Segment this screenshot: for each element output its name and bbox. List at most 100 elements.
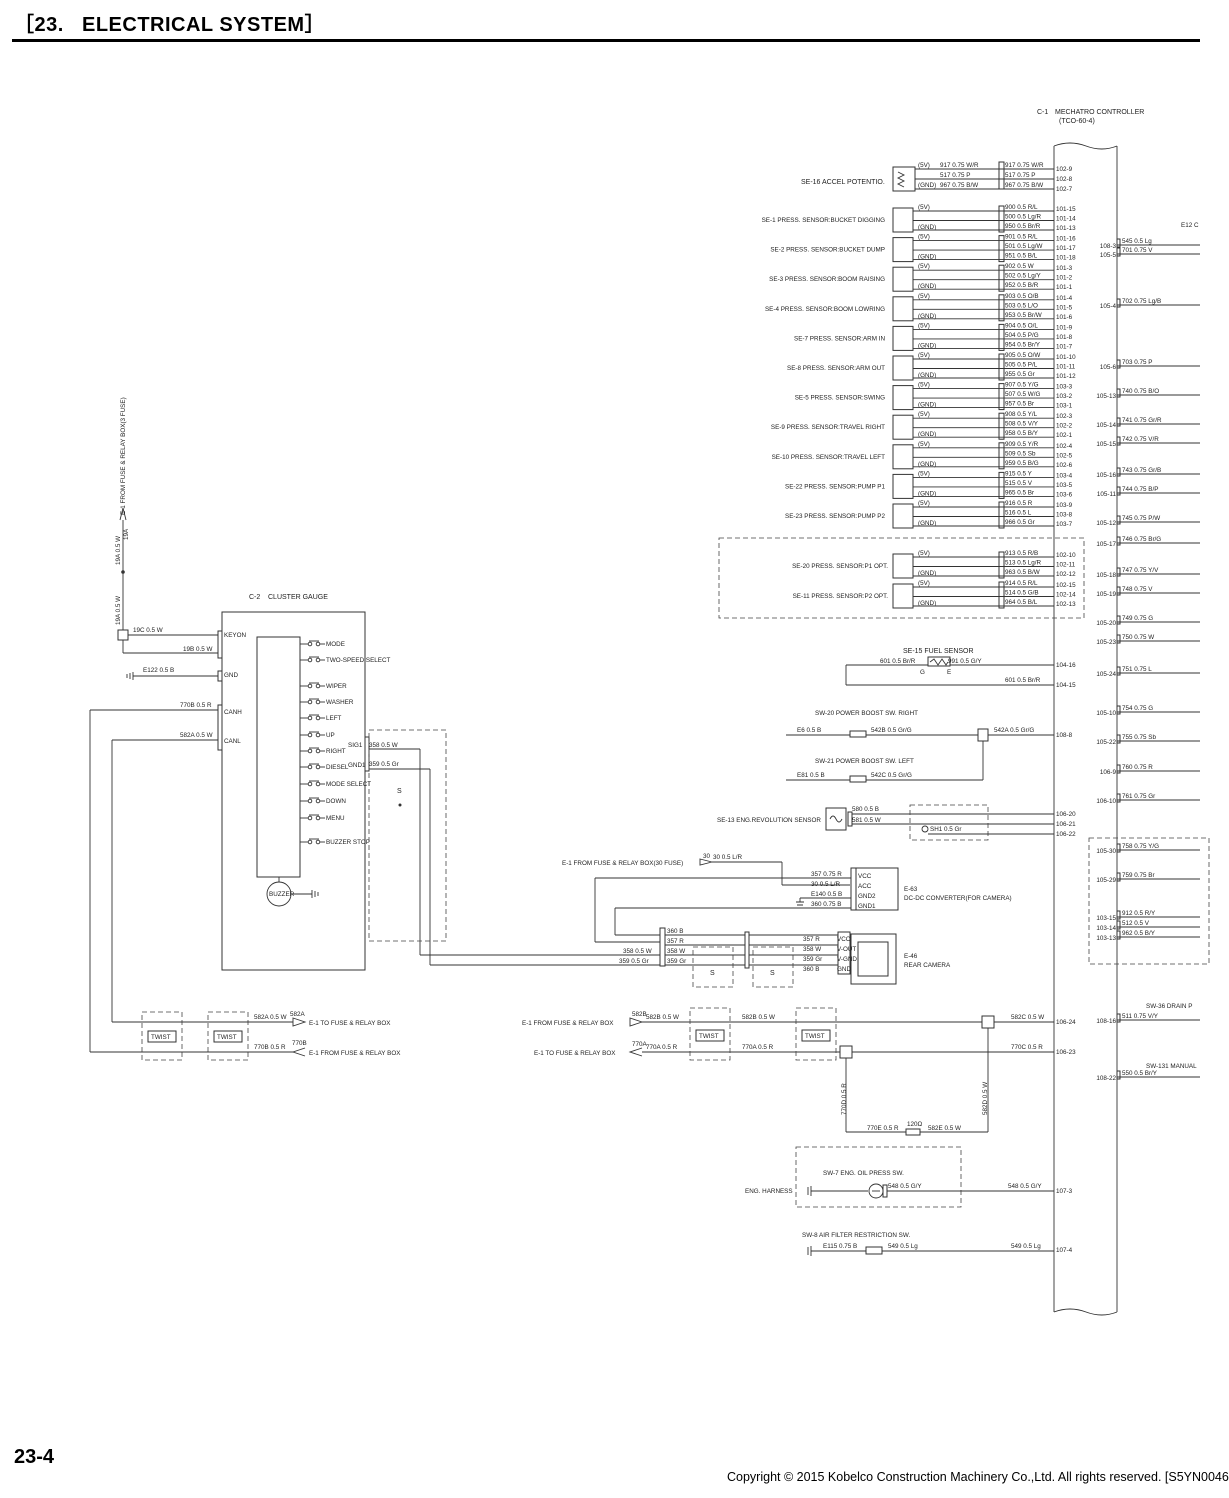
controller-name: MECHATRO CONTROLLER bbox=[1055, 109, 1144, 116]
svg-text:19A 0.5 W: 19A 0.5 W bbox=[115, 536, 122, 565]
sensor-1: SE-1 PRESS. SENSOR:BUCKET DIGGING(5V)(GN… bbox=[762, 204, 1076, 233]
svg-text:770D 0.5 R: 770D 0.5 R bbox=[841, 1083, 848, 1115]
sensor-wire: 500 0.5 Lg/R bbox=[1005, 214, 1042, 221]
svg-text:E-1 FROM FUSE & RELAY BOX(30: E-1 FROM FUSE & RELAY BOX(30 FUSE) bbox=[562, 860, 683, 867]
svg-text:19A: 19A bbox=[123, 528, 130, 540]
svg-text:C-2: C-2 bbox=[249, 594, 260, 601]
opt-sensors-frame bbox=[718, 537, 1085, 619]
switch-label: MODE SELECT bbox=[326, 781, 371, 788]
header-bracket-close: ］ bbox=[304, 14, 326, 36]
switch-label: UP bbox=[326, 732, 335, 739]
svg-text:19B 0.5 W: 19B 0.5 W bbox=[183, 646, 212, 653]
svg-text:GND1: GND1 bbox=[858, 903, 876, 910]
sensor-wire: 907 0.5 Y/G bbox=[1005, 382, 1039, 389]
svg-text:ENG. HARNESS: ENG. HARNESS bbox=[745, 1188, 793, 1195]
sensor-wire: 953 0.5 Br/W bbox=[1005, 312, 1042, 319]
svg-text:(5V): (5V) bbox=[918, 293, 930, 300]
sensor-wire: 951 0.5 B/L bbox=[1005, 253, 1038, 260]
svg-text:770C 0.5 R: 770C 0.5 R bbox=[1011, 1044, 1043, 1051]
sensor-pin: 101-1 bbox=[1056, 284, 1073, 291]
svg-text:E6 0.5 B: E6 0.5 B bbox=[797, 727, 821, 734]
cluster-switch: BUZZER STOP bbox=[300, 838, 370, 846]
right-pin: 105-24 bbox=[1096, 671, 1116, 678]
sensor-pin: 103-5 bbox=[1056, 482, 1073, 489]
sensor-pin: 103-2 bbox=[1056, 393, 1073, 400]
opt-sensor-2: SE-11 PRESS. SENSOR:P2 OPT.(5V)(GND)914 … bbox=[793, 580, 1076, 609]
right-wire: 749 0.75 G bbox=[1122, 615, 1153, 622]
sensor-name: SE-7 PRESS. SENSOR:ARM IN bbox=[794, 335, 885, 342]
right-pin: 105-13 bbox=[1096, 393, 1116, 400]
sensor-pin: 101-3 bbox=[1056, 265, 1073, 272]
svg-text:106-22: 106-22 bbox=[1056, 831, 1076, 838]
right-pin: 105-5 bbox=[1100, 252, 1117, 259]
sensor-10: SE-22 PRESS. SENSOR:PUMP P1(5V)(GND)915 … bbox=[785, 470, 1073, 499]
svg-text:SW-20 POWER BOOST SW. RIGHT: SW-20 POWER BOOST SW. RIGHT bbox=[815, 710, 918, 717]
sensor-pin: 101-7 bbox=[1056, 343, 1073, 350]
svg-text:106-21: 106-21 bbox=[1056, 821, 1076, 828]
svg-text:549 0.5 Lg: 549 0.5 Lg bbox=[888, 1243, 918, 1250]
svg-text:KEYON: KEYON bbox=[224, 632, 246, 639]
svg-text:(GND): (GND) bbox=[918, 313, 936, 320]
svg-text:SW-21 POWER BOOST SW. LEFT: SW-21 POWER BOOST SW. LEFT bbox=[815, 758, 914, 765]
opt-sensor-pin: 102-12 bbox=[1056, 571, 1076, 578]
svg-text:581 0.5 W: 581 0.5 W bbox=[852, 817, 881, 824]
svg-text:19C 0.5 W: 19C 0.5 W bbox=[133, 627, 163, 634]
svg-text:(GND): (GND) bbox=[918, 283, 936, 290]
svg-text:770B 0.5 R: 770B 0.5 R bbox=[254, 1044, 286, 1051]
svg-text:SW-8 AIR FILTER RESTRICTION S: SW-8 AIR FILTER RESTRICTION SW. bbox=[802, 1232, 910, 1239]
left-power-supply: E-1 FROM FUSE & RELAY BOX(3 FUSE) 19A 0.… bbox=[89, 397, 223, 1052]
svg-text:SIG1: SIG1 bbox=[348, 742, 363, 749]
sensor-wire: 952 0.5 B/R bbox=[1005, 282, 1039, 289]
svg-text:(5V): (5V) bbox=[918, 162, 930, 169]
cluster-switch: MODE bbox=[300, 640, 345, 648]
cluster-switch: WASHER bbox=[300, 698, 354, 706]
pressure-sensors: SE-1 PRESS. SENSOR:BUCKET DIGGING(5V)(GN… bbox=[762, 204, 1076, 529]
right-wire: 746 0.75 Br/G bbox=[1122, 536, 1161, 543]
cluster-switch: DIESEL bbox=[300, 763, 349, 771]
fuel-sensor: SE-15 FUEL SENSOR 601 0.5 Br/R 991 0.5 G… bbox=[845, 648, 1076, 689]
sensor-wire: 954 0.5 Br/Y bbox=[1005, 341, 1041, 348]
svg-text:(GND): (GND) bbox=[918, 254, 936, 261]
svg-text:GND1: GND1 bbox=[348, 762, 366, 769]
svg-text:DC-DC CONVERTER(FOR CAMERA): DC-DC CONVERTER(FOR CAMERA) bbox=[904, 895, 1012, 902]
svg-text:REAR CAMERA: REAR CAMERA bbox=[904, 962, 951, 969]
rear-camera: 357 R 358 W 359 Gr 360 B VCC V-OUT V-GND… bbox=[803, 931, 951, 985]
right-wire: 702 0.75 Lg/B bbox=[1122, 298, 1161, 305]
sensor-pin: 103-7 bbox=[1056, 521, 1073, 528]
right-pin: 105-29 bbox=[1096, 877, 1116, 884]
right-wire: 742 0.75 V/R bbox=[1122, 436, 1159, 443]
svg-text:SE-13 ENG.REVOLUTION SENSOR: SE-13 ENG.REVOLUTION SENSOR bbox=[717, 817, 821, 824]
svg-text:E81 0.5 B: E81 0.5 B bbox=[797, 772, 825, 779]
right-wire: 760 0.75 R bbox=[1122, 764, 1153, 771]
switch-label: DIESEL bbox=[326, 764, 349, 771]
svg-text:(5V): (5V) bbox=[918, 550, 930, 557]
sensor-pin: 102-4 bbox=[1056, 443, 1073, 450]
sensor-wire: 501 0.5 Lg/W bbox=[1005, 243, 1043, 250]
svg-text:(5V): (5V) bbox=[918, 470, 930, 477]
svg-text:E140 0.5 B: E140 0.5 B bbox=[811, 891, 842, 898]
svg-text:(5V): (5V) bbox=[918, 204, 930, 211]
svg-text:V-OUT: V-OUT bbox=[837, 946, 856, 953]
sw36-label: SW-36 DRAIN P bbox=[1146, 1003, 1192, 1010]
sensor-pin: 101-6 bbox=[1056, 314, 1073, 321]
svg-text:359 0.5 Gr: 359 0.5 Gr bbox=[619, 958, 649, 965]
svg-text:548 0.5 G/Y: 548 0.5 G/Y bbox=[888, 1183, 922, 1190]
sensor-name: SE-5 PRESS. SENSOR:SWING bbox=[795, 395, 885, 402]
svg-text:CANH: CANH bbox=[224, 709, 242, 716]
power-boost-right: SW-20 POWER BOOST SW. RIGHT E6 0.5 B 542… bbox=[786, 710, 1073, 742]
svg-text:580 0.5 B: 580 0.5 B bbox=[852, 806, 879, 813]
sensor-wire: 957 0.5 Br bbox=[1005, 401, 1034, 408]
svg-text:BUZZER: BUZZER bbox=[269, 891, 295, 898]
opt-sensors: SE-20 PRESS. SENSOR:P1 OPT.(5V)(GND)913 … bbox=[792, 550, 1076, 609]
sensor-wire: 955 0.5 Gr bbox=[1005, 371, 1035, 378]
right-pin: 105-22 bbox=[1096, 739, 1116, 746]
opt-sensor-wire: 913 0.5 R/B bbox=[1005, 550, 1038, 557]
sensor-pin: 101-5 bbox=[1056, 304, 1073, 311]
opt-sensor-pin: 102-15 bbox=[1056, 582, 1076, 589]
svg-text:917 0.75 W/R: 917 0.75 W/R bbox=[940, 162, 979, 169]
